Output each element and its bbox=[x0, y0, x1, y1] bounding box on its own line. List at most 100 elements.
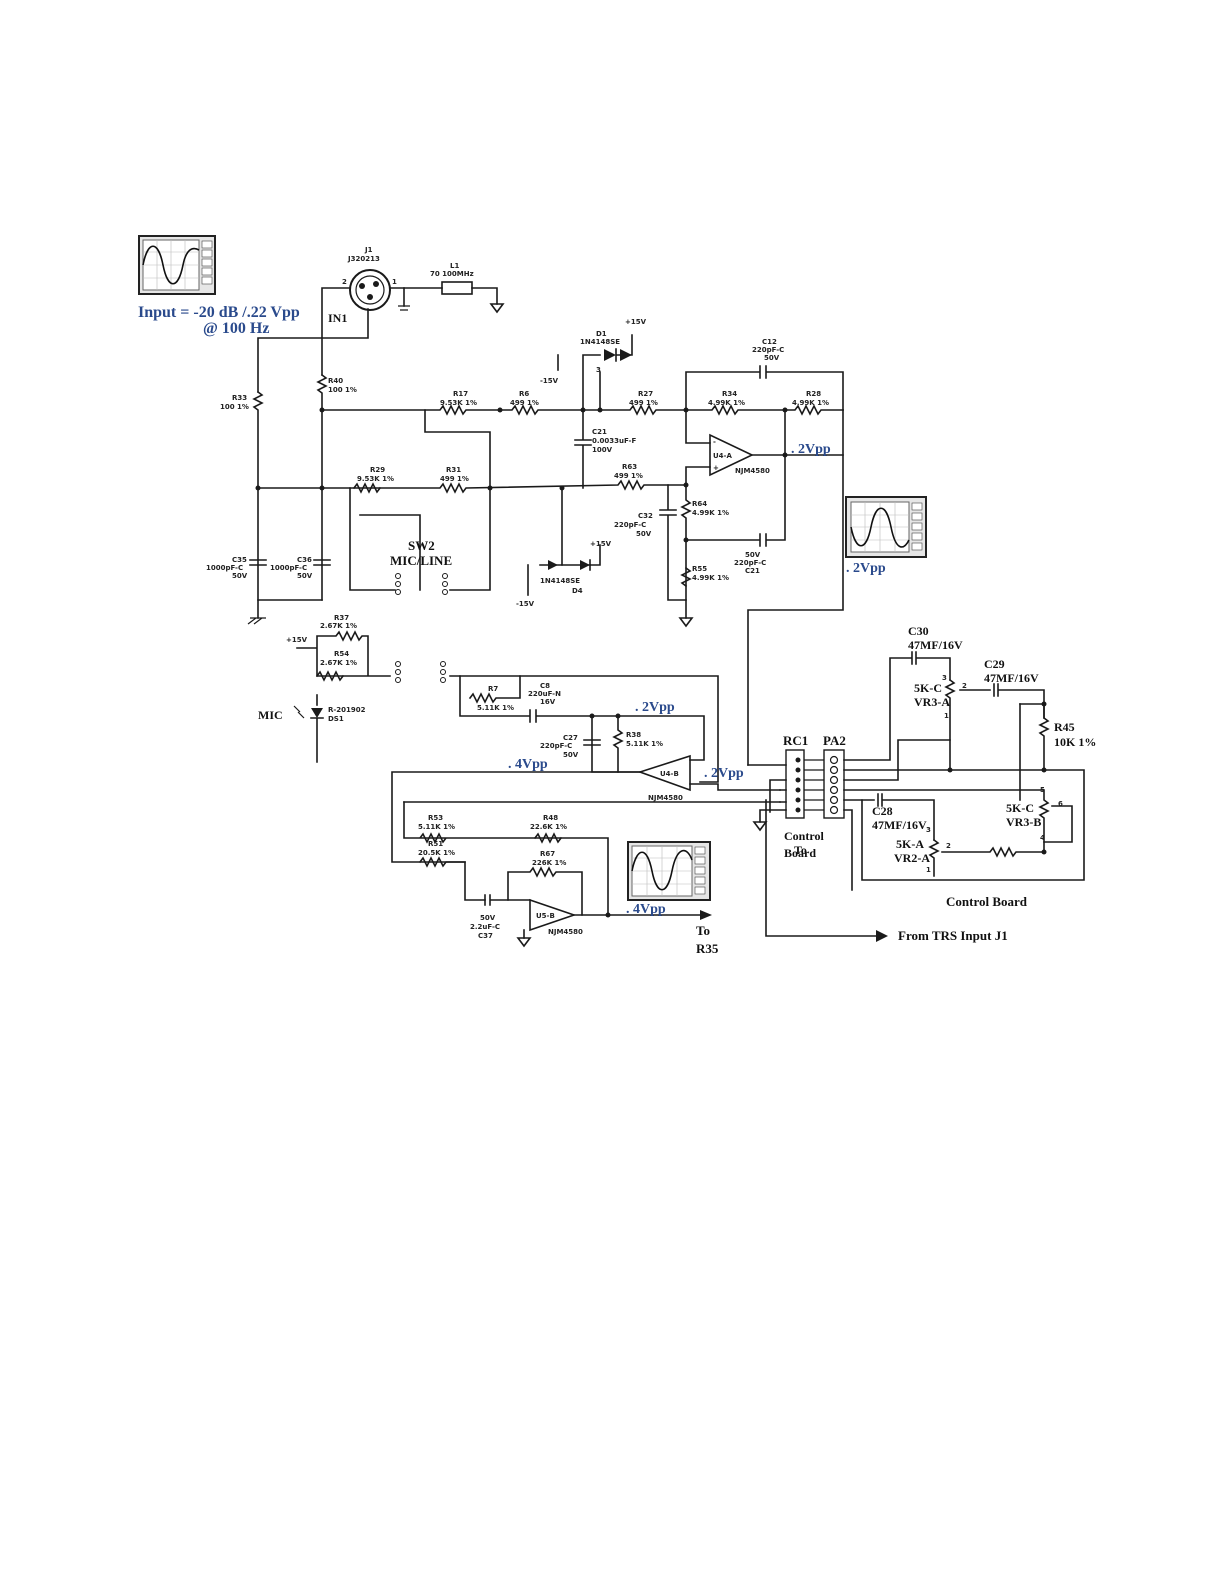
r64-ref: R64 bbox=[692, 500, 707, 508]
u5b-output-level: . 4Vpp bbox=[626, 902, 666, 917]
r48-ref: R48 bbox=[543, 814, 558, 822]
connector-pa2 bbox=[823, 749, 845, 819]
c28-value: 47MF/16V bbox=[872, 818, 927, 832]
svg-text:2: 2 bbox=[962, 682, 967, 690]
c12-ref: C12 bbox=[762, 338, 777, 346]
c21b-volt: 50V bbox=[745, 551, 761, 559]
inductor-l1 bbox=[441, 281, 473, 295]
c35-volt: 50V bbox=[232, 572, 248, 580]
c21-ref: C21 bbox=[592, 428, 607, 436]
opamp-u4a bbox=[709, 433, 754, 477]
vr3a-ref: VR3-A bbox=[914, 695, 950, 709]
r35-label: R35 bbox=[696, 941, 719, 956]
c30-ref: C30 bbox=[908, 624, 929, 638]
switch-sw2-contacts bbox=[395, 573, 448, 595]
c36-volt: 50V bbox=[297, 572, 313, 580]
u4b-part: NJM4580 bbox=[648, 794, 683, 802]
c27-value: 220pF-C bbox=[540, 742, 572, 750]
led-ds1 bbox=[311, 708, 323, 718]
svg-text:6: 6 bbox=[1058, 800, 1063, 808]
r28-ref: R28 bbox=[806, 390, 821, 398]
r38-ref: R38 bbox=[626, 731, 641, 739]
r63-value: 499 1% bbox=[614, 472, 643, 480]
u5b-part: NJM4580 bbox=[548, 928, 583, 936]
r67-value: 226K 1% bbox=[532, 859, 566, 867]
r48-value: 22.6K 1% bbox=[530, 823, 567, 831]
r53-ref: R53 bbox=[428, 814, 443, 822]
r31-ref: R31 bbox=[446, 466, 461, 474]
r34-ref: R34 bbox=[722, 390, 737, 398]
c27-ref: C27 bbox=[563, 734, 578, 742]
r37-ref: R37 bbox=[334, 614, 349, 622]
c12-value: 220pF-C bbox=[752, 346, 784, 354]
c21-volt: 100V bbox=[592, 446, 613, 454]
scope2-level: . 2Vpp bbox=[846, 561, 886, 576]
diode-d4 bbox=[548, 560, 558, 570]
c30-value: 47MF/16V bbox=[908, 638, 963, 652]
d4-ref: D4 bbox=[572, 587, 583, 595]
mic-pos-supply: +15V bbox=[286, 636, 308, 644]
r64-value: 4.99K 1% bbox=[692, 509, 729, 517]
d4-part: 1N4148SE bbox=[540, 577, 580, 585]
c32-volt: 50V bbox=[636, 530, 652, 538]
r54-ref: R54 bbox=[334, 650, 349, 658]
r7-ref: R7 bbox=[488, 685, 498, 693]
r55-ref: R55 bbox=[692, 565, 707, 573]
c21-value: 0.0033uF-F bbox=[592, 437, 636, 445]
r31-value: 499 1% bbox=[440, 475, 469, 483]
r34-value: 4.99K 1% bbox=[708, 399, 745, 407]
c21b-ref: C21 bbox=[745, 567, 760, 575]
input-level-label: Input = -20 dB /.22 Vpp bbox=[138, 304, 300, 321]
c32-ref: C32 bbox=[638, 512, 653, 520]
ground-symbol bbox=[489, 303, 505, 314]
r33-value: 100 1% bbox=[220, 403, 249, 411]
rc1-control-label: Control bbox=[784, 829, 824, 843]
r51-value: 20.5K 1% bbox=[418, 849, 455, 857]
u4a-part: NJM4580 bbox=[735, 467, 770, 475]
c21b-value: 220pF-C bbox=[734, 559, 766, 567]
r17-value: 9.53K 1% bbox=[440, 399, 477, 407]
r45-ref: R45 bbox=[1054, 720, 1075, 734]
rc1-board-label: Board bbox=[784, 846, 816, 860]
r27-value: 499 1% bbox=[629, 399, 658, 407]
ds1-ref: DS1 bbox=[328, 715, 344, 723]
c8-node-level: . 2Vpp bbox=[635, 700, 675, 715]
from-trs-label: From TRS Input J1 bbox=[898, 928, 1008, 943]
svg-text:3: 3 bbox=[596, 366, 601, 374]
oscilloscope-output-thumbnail bbox=[627, 841, 711, 901]
opamp-u5b bbox=[529, 898, 577, 932]
vr3b-value: 5K-C bbox=[1006, 801, 1034, 815]
r40-value: 100 1% bbox=[328, 386, 357, 394]
svg-text:3: 3 bbox=[942, 674, 947, 682]
vr3b-ref: VR3-B bbox=[1006, 815, 1041, 829]
r29-ref: R29 bbox=[370, 466, 385, 474]
svg-text:3: 3 bbox=[926, 826, 931, 834]
c8-value: 220uF-N bbox=[528, 690, 561, 698]
l1-ref: L1 bbox=[450, 262, 459, 270]
d1-part: 1N4148SE bbox=[580, 338, 620, 346]
c37-volt: 50V bbox=[480, 914, 496, 922]
d1-neg-supply: -15V bbox=[540, 377, 559, 385]
u4b-ref: U4-B bbox=[660, 770, 679, 778]
u4b-input-level: . 4Vpp bbox=[508, 757, 548, 772]
switch-contacts-mic bbox=[395, 661, 446, 683]
svg-text:1: 1 bbox=[392, 278, 397, 286]
vr2a-value: 5K-A bbox=[896, 837, 924, 851]
c8-ref: C8 bbox=[540, 682, 550, 690]
input-frequency-label: @ 100 Hz bbox=[203, 320, 269, 337]
svg-text:1: 1 bbox=[926, 866, 931, 874]
r51-ref: R51 bbox=[428, 840, 443, 848]
r38-value: 5.11K 1% bbox=[626, 740, 663, 748]
r45-value: 10K 1% bbox=[1054, 735, 1096, 749]
svg-text:2: 2 bbox=[342, 278, 347, 286]
r63-ref: R63 bbox=[622, 463, 637, 471]
r28-value: 4.99K 1% bbox=[792, 399, 829, 407]
d1-ref: D1 bbox=[596, 330, 607, 338]
l1-value: 70 100MHz bbox=[430, 270, 474, 278]
j1-ref: J1 bbox=[364, 246, 373, 254]
vr3a-value: 5K-C bbox=[914, 681, 942, 695]
d1-pos-supply: +15V bbox=[625, 318, 647, 326]
c27-volt: 50V bbox=[563, 751, 579, 759]
connector-rc1 bbox=[785, 749, 805, 819]
